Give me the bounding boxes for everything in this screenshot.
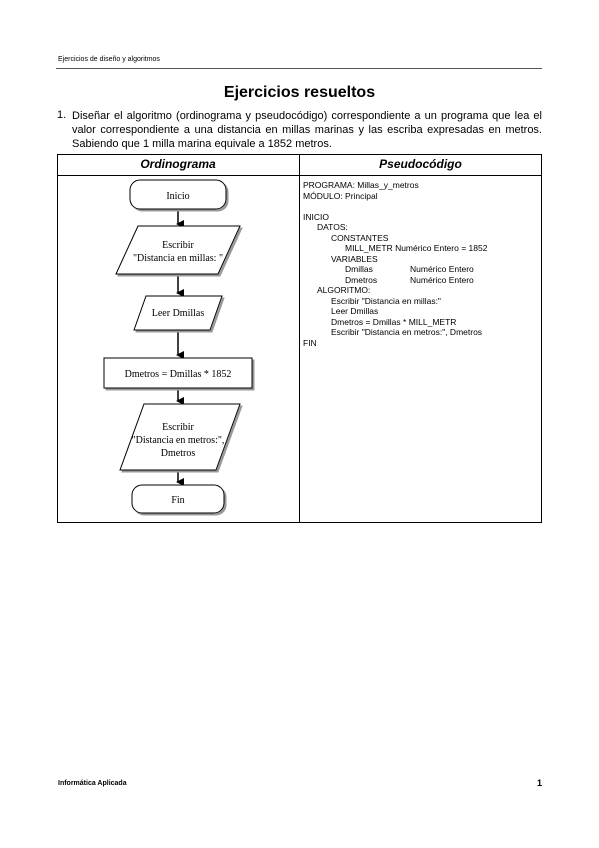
flow-end-label: Fin — [171, 495, 184, 506]
pseudocode-line: PROGRAMA: Millas_y_metros — [303, 180, 419, 190]
column-divider — [299, 154, 300, 523]
page-number: 1 — [536, 778, 542, 788]
pseudocode-line: FIN — [303, 337, 317, 348]
pseudocode-line: MÓDULO: Principal — [303, 190, 378, 201]
flow-input-label: Leer Dmillas — [152, 308, 205, 319]
pseudocode-line: DATOS: — [317, 222, 348, 232]
pseudocode-line: VARIABLES — [331, 253, 378, 264]
exercise-statement: Diseñar el algoritmo (ordinograma y pseu… — [72, 110, 542, 150]
pseudocode-line: ALGORITMO: — [317, 285, 371, 295]
variable-type: Numérico Entero — [410, 274, 474, 285]
flow-end: Fin — [131, 484, 225, 514]
pseudocode-line: INICIO — [303, 211, 329, 222]
flow-output-2-line: Dmetros — [161, 448, 196, 459]
footer-course: Informática Aplicada — [58, 780, 127, 787]
pseudocode-line: Dmetros Numérico Entero — [303, 275, 539, 286]
flow-output-2-line: Escribir — [162, 422, 194, 433]
exercise-number: 1. — [57, 109, 67, 121]
flow-output-1-line: Escribir — [162, 240, 194, 251]
column-header-ordinograma: Ordinograma — [140, 157, 216, 171]
flow-process-label: Dmetros = Dmillas * 1852 — [125, 369, 232, 380]
header-rule — [56, 68, 542, 69]
pseudocode-line: Dmetros = Dmillas * MILL_METR — [331, 316, 457, 327]
page-title: Ejercicios resueltos — [223, 84, 376, 101]
running-header: Ejercicios de diseño y algoritmos — [58, 56, 160, 63]
flow-output-2: Escribir "Distancia en metros:", Dmetros — [119, 403, 241, 471]
flow-process: Dmetros = Dmillas * 1852 — [103, 357, 253, 389]
pseudocode-line: Escribir "Distancia en metros:", Dmetros — [331, 327, 483, 337]
flow-output-1: Escribir "Distancia en millas: " — [115, 225, 241, 275]
variable-type: Numérico Entero — [410, 264, 474, 274]
variable-name: Dmillas — [345, 264, 373, 274]
pseudocode-line: Dmillas Numérico Entero — [303, 264, 539, 275]
pseudocode-line: MILL_METR Numérico Entero = 1852 — [345, 243, 488, 253]
flowchart: Inicio Escribir "Distancia en millas: " … — [103, 179, 253, 514]
flow-input: Leer Dmillas — [133, 295, 223, 331]
pseudocode-line: Leer Dmillas — [331, 306, 379, 316]
flow-output-1-line: "Distancia en millas: " — [133, 253, 223, 264]
column-header-pseudocodigo: Pseudocódigo — [379, 157, 462, 171]
pseudocode-line: Escribir "Distancia en millas:" — [331, 295, 441, 306]
header-row-rule — [57, 175, 542, 176]
variable-name: Dmetros — [345, 274, 378, 285]
pseudocode-line — [303, 201, 539, 212]
flow-start-label: Inicio — [166, 191, 189, 202]
pseudocode-block: PROGRAMA: Millas_y_metros MÓDULO: Princi… — [303, 180, 539, 348]
flow-output-2-line: "Distancia en metros:", — [132, 435, 225, 446]
flow-start: Inicio — [129, 179, 227, 210]
pseudocode-line: CONSTANTES — [331, 232, 389, 243]
